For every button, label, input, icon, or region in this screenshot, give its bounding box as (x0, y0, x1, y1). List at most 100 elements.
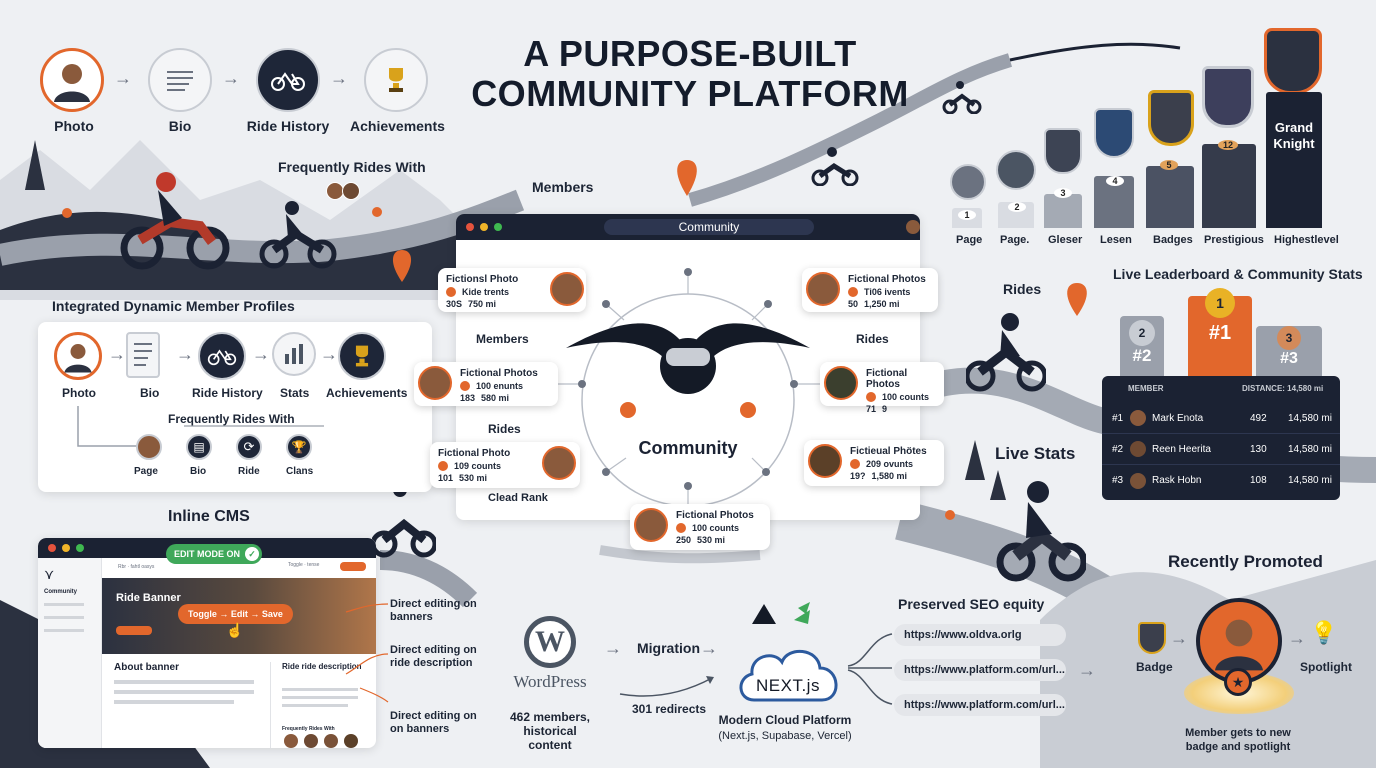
rank-label: Badges (1153, 234, 1193, 246)
rider-photo-icon (54, 64, 90, 102)
rank-label: Prestigious (1204, 234, 1264, 246)
migration-label: Migration (637, 640, 700, 656)
member-card-distance: 1,250 mi (864, 299, 900, 309)
seo-url[interactable]: https://www.platform.com/url... (894, 694, 1066, 716)
promoted-arrow: → (1170, 628, 1188, 648)
rank-step-num: 2 (1008, 202, 1026, 212)
toggle-edit-save-button[interactable]: Toggle → Edit → Save (178, 604, 293, 624)
seo-url[interactable]: https://www.platform.com/url... (894, 659, 1066, 681)
cms-action-button[interactable] (340, 562, 366, 571)
user-avatar[interactable] (906, 220, 920, 234)
maximize-dot[interactable] (493, 223, 502, 231)
member-card-events: 109 counts (454, 461, 502, 471)
cms-banner-title: Ride Banner (116, 592, 181, 604)
leaderboard-rank: #1 (1112, 412, 1124, 424)
edit-mode-label: EDIT MODE ON (174, 549, 241, 559)
migration-arrow: → (700, 638, 718, 658)
top-arrow-2: → (222, 68, 240, 88)
member-card-name: Fictieual Phötes (850, 446, 927, 457)
rank-label: Page. (1000, 234, 1030, 246)
page-title: A PURPOSE-BUILT COMMUNITY PLATFORM (440, 34, 940, 114)
cms-note-on-banners: Direct editing on on banners (390, 710, 477, 735)
community-network (542, 268, 834, 510)
sub-clans-icon: 🏆 (286, 434, 312, 460)
lightbulb-icon: 💡 (1310, 620, 1338, 645)
member-card-rides: 19? (850, 471, 866, 481)
close-dot[interactable] (48, 544, 56, 552)
cms-text-line (282, 688, 358, 691)
rank-label: Highestlevel (1274, 234, 1339, 246)
profile-arrow: → (108, 344, 126, 364)
podium-medal-3: 3 (1277, 326, 1301, 350)
cms-text-line (282, 704, 348, 707)
top-label-ride-history: Ride History (246, 118, 330, 134)
member-card[interactable]: Fictieual Phötes 209 ovunts 19?1,580 mi (804, 440, 944, 486)
star-badge-icon: ★ (1224, 668, 1252, 696)
minimize-dot[interactable] (62, 544, 70, 552)
badge-icon (446, 287, 456, 297)
members-left-label: Members (476, 332, 529, 346)
motorcycle-rider-icon (942, 81, 982, 114)
bar-stats-icon (285, 344, 303, 364)
member-card-events: 209 ovunts (866, 459, 914, 469)
member-card-rides: 101 (438, 473, 454, 483)
title-line-1: A PURPOSE-BUILT (523, 33, 857, 74)
cms-banner-button[interactable] (116, 626, 152, 635)
cms-divider (270, 662, 271, 748)
leaderboard-row[interactable]: #1 Mark Enota 492 14,580 mi (1102, 403, 1340, 434)
cms-friend-avatar (284, 734, 298, 748)
seo-url[interactable]: https://www.oldva.orlg (894, 624, 1066, 646)
podium-label-2: #2 (1132, 346, 1152, 365)
profile-frequently-rides: Frequently Rides With (168, 412, 295, 426)
profiles-heading: Integrated Dynamic Member Profiles (52, 298, 295, 314)
member-card-avatar (634, 508, 668, 542)
leaderboard-row[interactable]: #2 Reen Heerita 130 14,580 mi (1102, 434, 1340, 465)
cms-sidebar-item[interactable]: Community (44, 589, 77, 595)
leaderboard-table: MEMBER DISTANCE: 14,580 mi #1 Mark Enota… (1102, 376, 1340, 500)
cms-ride-desc-title: Ride ride description (282, 662, 362, 671)
podium-1: 1 #1 (1188, 288, 1252, 376)
member-card-avatar (806, 272, 840, 306)
rank-step (1202, 144, 1256, 228)
rank-shield-icon (1094, 108, 1134, 158)
cursor-hand-icon: ☝ (226, 622, 244, 638)
leaderboard-row[interactable]: #3 Rask Hobn 108 14,580 mi (1102, 465, 1340, 496)
leaderboard-name: Mark Enota (1152, 412, 1204, 424)
redirect-arrow (619, 676, 714, 697)
maximize-dot[interactable] (76, 544, 84, 552)
rank-crown-shield-icon (1202, 66, 1254, 128)
close-dot[interactable] (466, 223, 474, 231)
minimize-dot[interactable] (479, 223, 488, 231)
member-card-distance: 580 mi (481, 393, 510, 403)
motorcycle-rider-icon (259, 201, 337, 269)
trophy-icon (389, 68, 403, 92)
rank-ladder: 1 2 3 4 5 12 Grand Knight (944, 28, 1344, 228)
rank-crown-shield-icon (1148, 90, 1194, 146)
member-card-rides: 250 (676, 535, 692, 545)
profile-label-achievements: Achievements (326, 386, 408, 400)
sub-label-ride: Ride (238, 466, 260, 477)
member-card-name: Fictional Photos (460, 368, 538, 379)
profile-stats-circle (272, 332, 316, 376)
rank-step (1266, 92, 1322, 228)
profile-label-bio: Bio (140, 386, 160, 400)
rank-step-num: 3 (1054, 188, 1072, 198)
badge-icon (460, 381, 470, 391)
live-stats-label: Live Stats (995, 444, 1076, 463)
podium-medal-2: 2 (1129, 320, 1155, 346)
edit-mode-toggle[interactable]: EDIT MODE ON ✓ (166, 544, 263, 564)
seo-arrows (847, 633, 893, 705)
cms-search-input[interactable]: Toggle · tense (288, 562, 320, 568)
badge-icon (866, 392, 876, 402)
nextjs-logo: NEXT.js (756, 676, 820, 695)
promoted-caption: Member gets to new badge and spotlight (1185, 727, 1291, 753)
cms-note-banners: Direct editing on banners (390, 598, 477, 623)
rank-step-num: 4 (1106, 176, 1124, 186)
member-card-events: 100 counts (692, 523, 740, 533)
